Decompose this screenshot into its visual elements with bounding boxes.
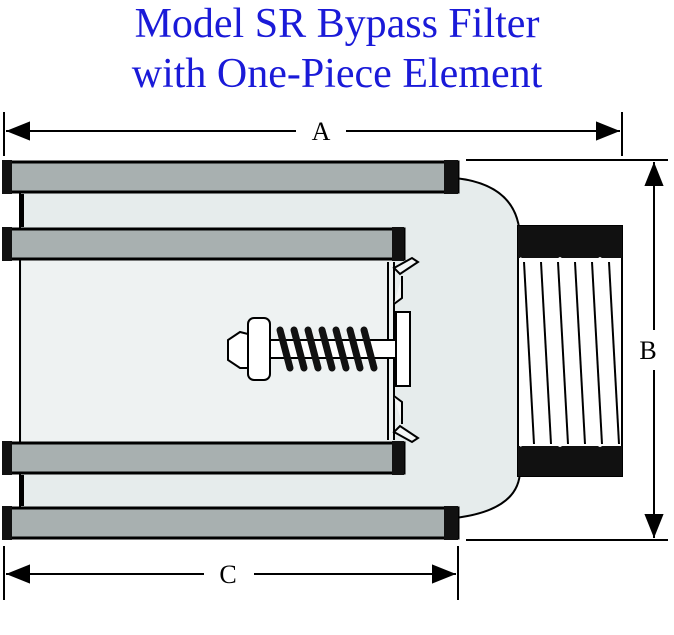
bypass-spring-valve — [227, 317, 397, 381]
inner-bottom-rod — [2, 441, 406, 475]
dimension-b-label: B — [639, 336, 656, 365]
outer-bottom-rod — [2, 506, 460, 540]
outer-top-rod — [2, 160, 460, 194]
dimension-a — [3, 112, 623, 156]
dimension-a-label: A — [312, 117, 331, 146]
threaded-outlet — [517, 225, 623, 477]
title-line-1: Model SR Bypass Filter — [134, 1, 540, 47]
dimension-c-label: C — [219, 560, 236, 589]
dimension-c — [3, 546, 459, 600]
dimension-b — [466, 159, 668, 541]
inner-top-rod — [2, 227, 406, 261]
title-line-2: with One-Piece Element — [131, 51, 543, 97]
valve-bracket — [387, 256, 420, 444]
